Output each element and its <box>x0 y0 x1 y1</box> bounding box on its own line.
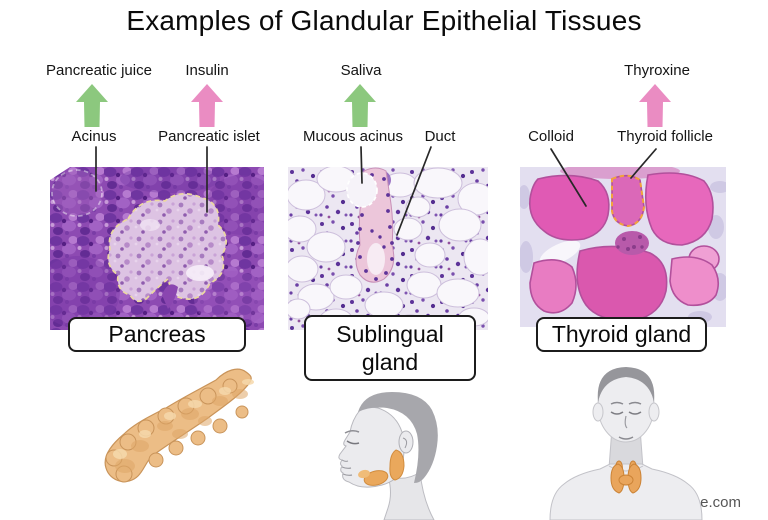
sublingual-gland-head-illustration <box>338 392 438 520</box>
thyroid-gland-highlight <box>610 460 642 494</box>
ear <box>398 430 414 454</box>
up-arrow-icon-saliva <box>344 84 376 127</box>
secretion-label-saliva: Saliva <box>340 62 382 79</box>
structure-label-pancreatic-islet: Pancreatic islet <box>158 128 260 145</box>
pancreas-histology-image <box>50 167 264 330</box>
hair <box>358 392 438 483</box>
thyroid-follicles <box>528 172 720 322</box>
pancreas-illustration <box>104 368 254 483</box>
structure-label-thyroid-follicle: Thyroid follicle <box>617 128 713 145</box>
structure-label-duct: Duct <box>424 128 456 145</box>
eyebrows <box>610 401 642 405</box>
mucous-acinus-outline <box>346 172 378 208</box>
mouth <box>618 436 634 440</box>
hair <box>597 367 655 402</box>
pancreas-lobule-highlights <box>113 379 254 459</box>
up-arrow-icon-pancreatic-juice <box>76 84 108 127</box>
closed-eye <box>346 440 360 445</box>
pancreas-lobule-shading <box>115 389 248 473</box>
structure-label-colloid: Colloid <box>528 128 574 145</box>
up-arrow-icon-insulin <box>191 84 223 127</box>
interfollicular-cells <box>616 235 644 251</box>
secretion-label-insulin: Insulin <box>185 62 229 79</box>
gland-name-sublingual: Sublingual gland <box>336 321 444 375</box>
closed-eyes <box>610 411 642 415</box>
face <box>338 406 405 488</box>
structure-label-acinus: Acinus <box>71 128 117 145</box>
gland-name-box-thyroid: Thyroid gland <box>536 317 707 352</box>
gland-name-box-sublingual: Sublingual gland <box>304 315 476 381</box>
structure-label-mucous-acinus: Mucous acinus <box>302 128 404 145</box>
sublingual-histology-image <box>288 167 488 330</box>
thyroid-histology-image <box>520 167 726 327</box>
acinus-outline <box>51 169 103 217</box>
salivary-glands-highlight <box>358 449 405 486</box>
secretion-label-pancreatic-juice: Pancreatic juice <box>46 62 152 79</box>
nose <box>624 415 628 429</box>
shoulders-chest <box>549 463 703 520</box>
thyroid-follicle-outline <box>611 174 646 228</box>
gland-name-pancreas: Pancreas <box>108 321 206 347</box>
gland-name-thyroid: Thyroid gland <box>551 321 692 347</box>
right-ear <box>648 402 660 422</box>
neck <box>383 471 435 520</box>
gland-name-box-pancreas: Pancreas <box>68 317 246 352</box>
mucous-acini-bubbles <box>288 167 488 330</box>
secretion-label-thyroxine: Thyroxine <box>624 62 690 79</box>
pancreas-tissue-shading <box>50 167 264 328</box>
eyebrow <box>344 429 360 434</box>
diagram-title: Examples of Glandular Epithelial Tissues <box>126 5 642 36</box>
up-arrow-icon-thyroxine <box>639 84 671 127</box>
thyroid-person-illustration <box>549 367 703 520</box>
lips <box>341 466 353 476</box>
left-ear <box>592 402 604 422</box>
